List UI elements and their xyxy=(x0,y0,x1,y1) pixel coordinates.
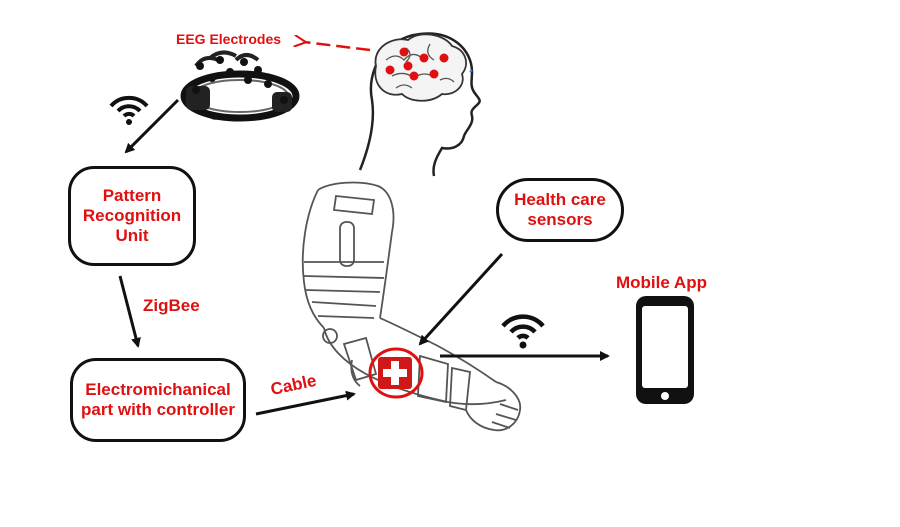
electromechanical-text: Electromichanical part with controller xyxy=(81,379,235,419)
arrow-pattern-to-electro xyxy=(118,275,141,348)
zigbee-label: ZigBee xyxy=(143,296,200,315)
eeg-electrodes-label: EEG Electrodes xyxy=(176,31,282,47)
wifi-icon xyxy=(501,314,545,349)
mobile-app-label: Mobile App xyxy=(616,273,707,292)
pattern-recognition-box: Pattern Recognition Unit xyxy=(68,166,196,266)
health-sensors-text: Health care sensors xyxy=(514,189,606,229)
electromechanical-box: Electromichanical part with controller xyxy=(70,358,246,442)
medical-cross-icon xyxy=(368,347,424,399)
pattern-recognition-text: Pattern Recognition Unit xyxy=(82,185,182,246)
eeg-dashed-arrow xyxy=(304,42,371,52)
arrow-electro-to-arm xyxy=(255,390,356,416)
eeg-headset-icon xyxy=(180,50,300,122)
wifi-icon xyxy=(109,95,149,125)
health-sensors-box: Health care sensors xyxy=(496,178,624,242)
brain-head-icon xyxy=(358,32,481,177)
smartphone-icon xyxy=(636,296,694,404)
arrow-headset-to-pattern xyxy=(124,98,180,154)
arrow-health-to-arm xyxy=(418,252,504,346)
